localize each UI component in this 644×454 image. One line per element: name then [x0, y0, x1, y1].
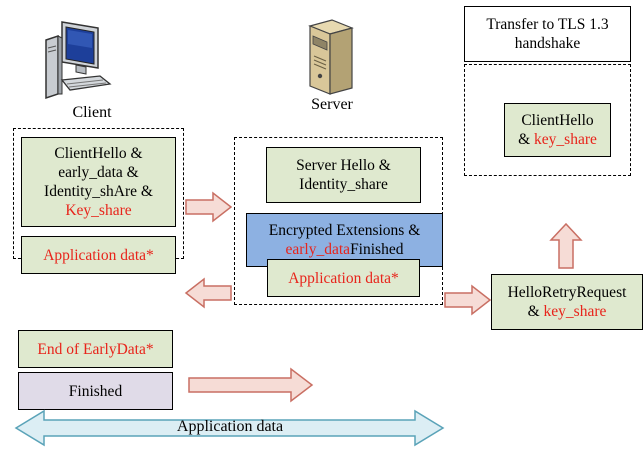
- arrow-to-tls13: [549, 222, 583, 269]
- application-data-arrow: [14, 409, 445, 447]
- client-app-data-box: Application data*: [21, 236, 176, 274]
- client-label: Client: [72, 104, 112, 121]
- clienthello-box: ClientHello & early_data & Identity_shAr…: [21, 137, 176, 227]
- finished-text: Finished: [350, 241, 404, 258]
- tls13-title-box: Transfer to TLS 1.3 handshake: [464, 6, 631, 62]
- tls13-title-line2: handshake: [514, 35, 581, 52]
- encrypted-extensions-line: Encrypted Extensions &: [268, 222, 421, 239]
- arrow-client-to-server: [185, 191, 233, 223]
- server-hello-box: Server Hello & Identity_share: [266, 147, 421, 203]
- amp-text: &: [527, 303, 544, 320]
- tls13-clienthello-box: ClientHello & key_share: [504, 103, 611, 157]
- arrow-finished-to-server: [188, 367, 314, 403]
- application-data-label: Application data: [176, 418, 284, 435]
- hrr-key-share-line: & key_share: [528, 302, 607, 321]
- early-data-finished-line: early_dataFinished: [286, 240, 404, 259]
- amp-text: &: [518, 131, 535, 148]
- hrr-text: HelloRetryRequest: [507, 284, 627, 301]
- server-app-data-box: Application data*: [267, 259, 420, 297]
- clienthello-line: ClientHello &: [54, 145, 143, 162]
- key-share-line: Key_share: [65, 202, 132, 219]
- early-data-text: early_data: [285, 241, 351, 258]
- computer-icon: [45, 21, 112, 100]
- key-share-text: key_share: [543, 303, 607, 320]
- tls13-group: [464, 64, 631, 176]
- tls13-key-share-line: & key_share: [518, 130, 597, 149]
- server-hello-line: Server Hello &: [296, 157, 391, 174]
- finished-box: Finished: [18, 372, 173, 410]
- arrow-to-hello-retry-request: [444, 284, 492, 316]
- hello-retry-request-box: HelloRetryRequest & key_share: [491, 274, 643, 330]
- tls13-clienthello-text: ClientHello: [521, 112, 594, 129]
- key-share-text: key_share: [534, 131, 597, 148]
- tls13-title-line1: Transfer to TLS 1.3: [486, 16, 609, 33]
- identity-share-line: Identity_shAre &: [44, 183, 153, 200]
- server-label: Server: [311, 96, 353, 113]
- arrow-server-to-client: [184, 277, 232, 309]
- early-data-line: early_data &: [58, 164, 139, 181]
- encrypted-extensions-box: Encrypted Extensions & early_dataFinishe…: [246, 213, 443, 267]
- identity-share-line: Identity_share: [299, 176, 388, 193]
- end-of-early-data-box: End of EarlyData*: [18, 330, 173, 368]
- server-icon: [308, 19, 354, 95]
